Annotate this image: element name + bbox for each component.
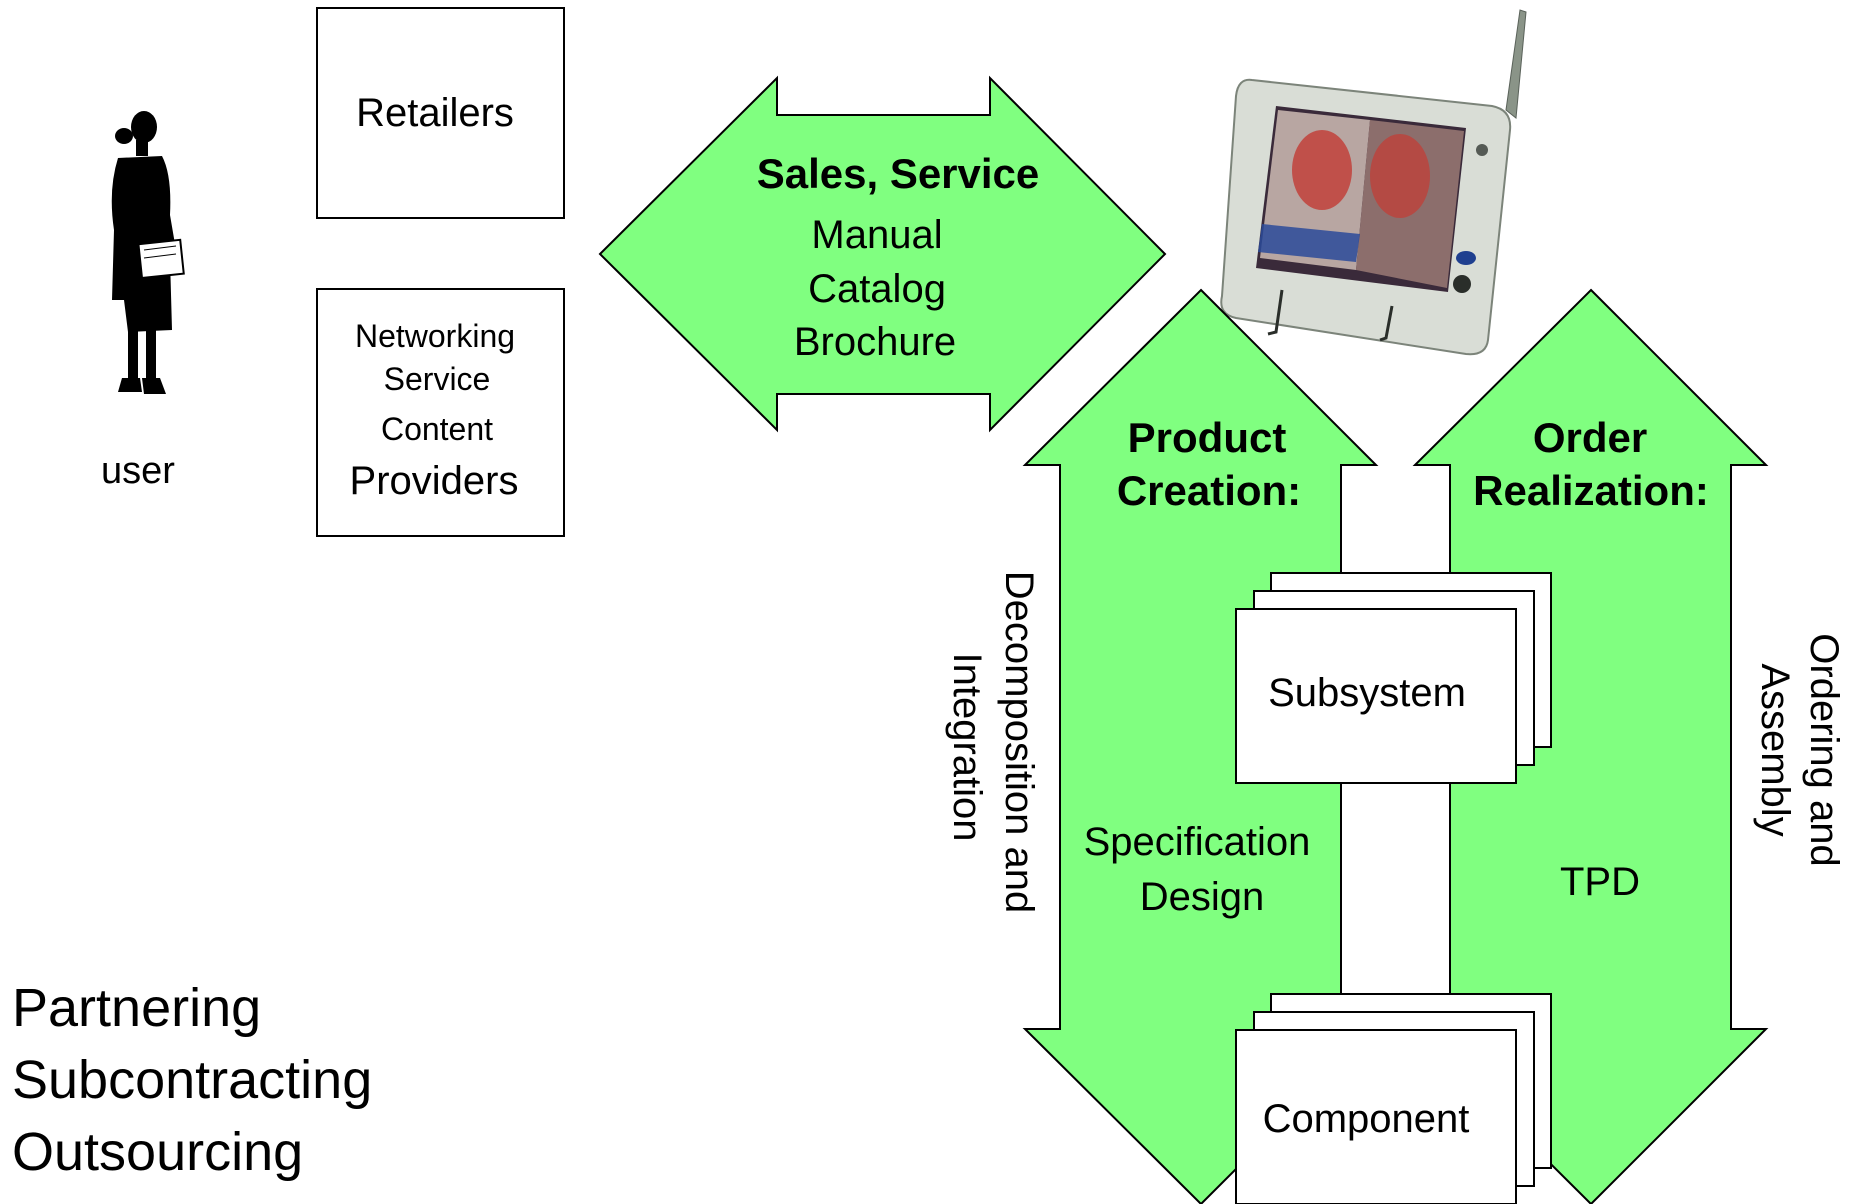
order-realization-side-ordering: Ordering and bbox=[1802, 633, 1846, 866]
providers-box bbox=[316, 288, 565, 537]
product-creation-side-decomposition: Decomposition and bbox=[997, 571, 1041, 913]
sales-line-catalog: Catalog bbox=[808, 267, 946, 311]
order-realization-double-arrow bbox=[1412, 288, 1769, 1204]
order-realization-body-tpd: TPD bbox=[1560, 860, 1640, 904]
product-creation-double-arrow bbox=[1022, 288, 1379, 1204]
sales-double-arrow bbox=[598, 75, 1167, 433]
order-realization-title-1: Order bbox=[1533, 414, 1647, 461]
providers-line-content: Content bbox=[381, 411, 493, 447]
product-creation-side-integration: Integration bbox=[945, 652, 989, 841]
providers-line-providers: Providers bbox=[350, 459, 519, 503]
relations-partnering: Partnering bbox=[12, 978, 261, 1038]
providers-line-networking: Networking bbox=[355, 318, 515, 354]
user-label: user bbox=[101, 450, 175, 492]
relations-subcontracting: Subcontracting bbox=[12, 1050, 372, 1110]
component-label: Component bbox=[1263, 1097, 1470, 1141]
providers-line-service: Service bbox=[384, 361, 491, 397]
retailers-box bbox=[316, 7, 565, 219]
retailers-label: Retailers bbox=[356, 91, 514, 135]
component-stack bbox=[1235, 993, 1552, 1204]
book-icon bbox=[137, 238, 185, 280]
product-creation-title-1: Product bbox=[1128, 414, 1287, 461]
sales-title: Sales, Service bbox=[757, 150, 1040, 197]
subsystem-label: Subsystem bbox=[1268, 671, 1466, 715]
tablet-screen-pad-icon bbox=[1220, 9, 1527, 356]
subsystem-stack bbox=[1235, 572, 1552, 784]
product-creation-title-2: Creation: bbox=[1117, 467, 1301, 514]
order-realization-side-assembly: Assembly bbox=[1753, 663, 1797, 836]
product-creation-body-specification: Specification bbox=[1084, 820, 1311, 864]
order-realization-title-2: Realization: bbox=[1473, 467, 1709, 514]
sales-line-brochure: Brochure bbox=[794, 320, 956, 364]
sales-line-manual: Manual bbox=[811, 213, 942, 257]
product-creation-body-design: Design bbox=[1140, 875, 1265, 919]
relations-outsourcing: Outsourcing bbox=[12, 1122, 303, 1182]
